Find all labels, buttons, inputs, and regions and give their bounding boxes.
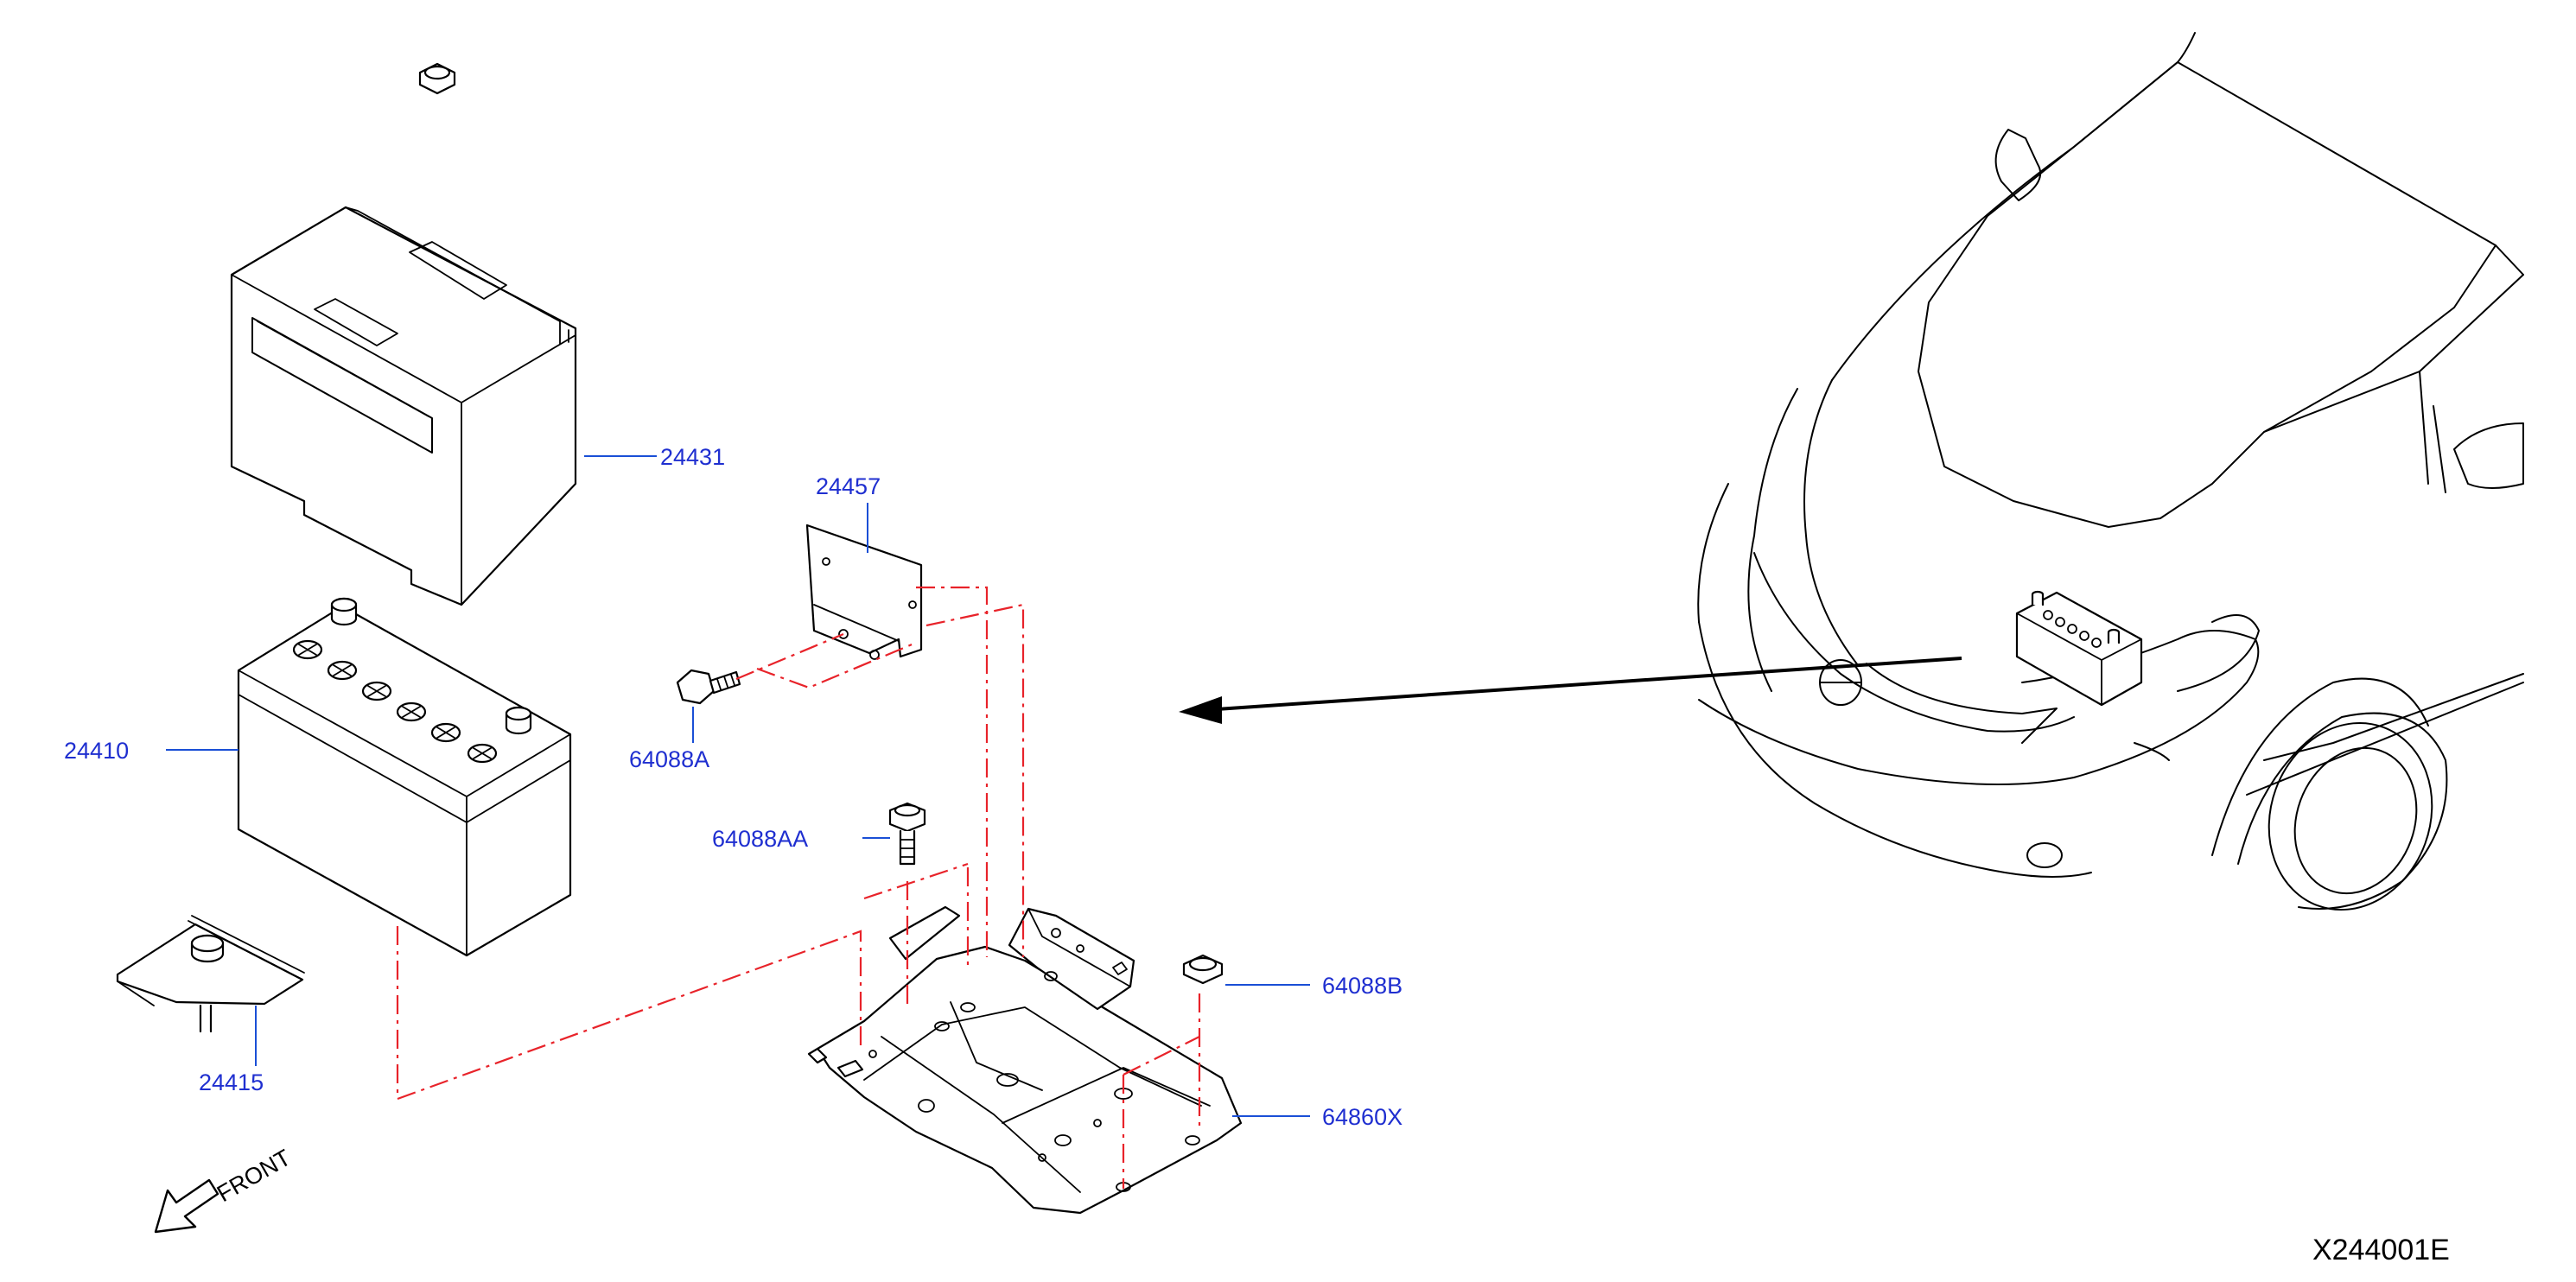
location-arrow xyxy=(1179,657,1962,724)
battery-frame-24415 xyxy=(116,915,305,1033)
front-label: FRONT xyxy=(213,1145,296,1207)
hold-down-nut xyxy=(418,62,456,95)
assembly-phantom-lines xyxy=(396,586,1201,1189)
callout-64860X: 64860X xyxy=(1322,1104,1402,1130)
callout-24410: 24410 xyxy=(64,738,129,764)
battery-tray-64860X xyxy=(807,905,1243,1215)
bolt-64088A xyxy=(676,669,741,705)
front-direction-arrow-icon xyxy=(154,1178,219,1234)
diagram-id: X244001E xyxy=(2312,1234,2450,1266)
bolt-64088AA xyxy=(888,802,926,866)
bracket-24457 xyxy=(805,524,923,660)
battery-terminals xyxy=(330,597,532,735)
callout-64088B: 64088B xyxy=(1322,973,1402,999)
battery-24410 xyxy=(237,597,572,957)
callout-64088A: 64088A xyxy=(629,746,709,772)
callout-24431: 24431 xyxy=(660,444,725,470)
callout-64088AA: 64088AA xyxy=(712,826,808,852)
nut-64088B xyxy=(1182,954,1224,985)
battery-cell-caps xyxy=(292,639,498,764)
callout-24415: 24415 xyxy=(199,1069,264,1095)
vehicle-front-illustration xyxy=(1697,32,2524,911)
callout-24457: 24457 xyxy=(816,473,881,499)
battery-location-marker xyxy=(2015,590,2143,707)
battery-cover-24431 xyxy=(230,206,577,606)
